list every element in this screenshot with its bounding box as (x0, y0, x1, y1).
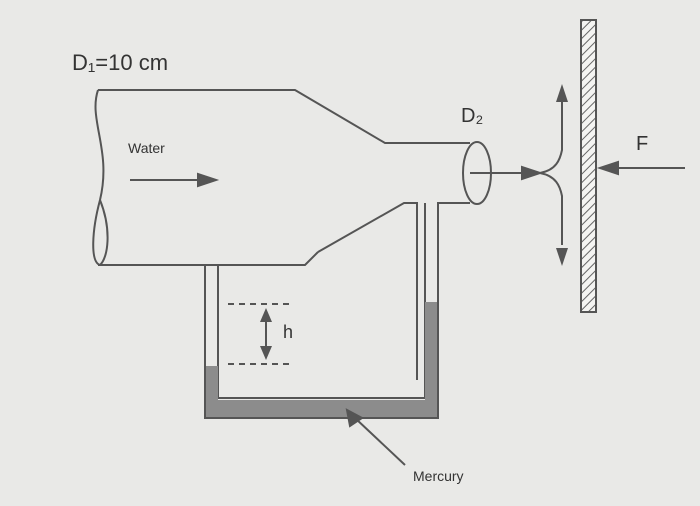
outlet-diameter-label: D₂ (461, 105, 484, 127)
deflected-jet (539, 110, 563, 245)
jet-arrow (470, 165, 544, 181)
mercury-label: Mercury (413, 468, 464, 484)
water-flow-arrow (130, 172, 220, 188)
force-arrow (596, 160, 685, 176)
pipe-break-line (92, 89, 105, 266)
height-label: h (283, 322, 294, 342)
water-label: Water (128, 140, 165, 156)
mercury-column (206, 302, 437, 417)
force-label: F (636, 133, 649, 155)
inlet-diameter-label: D₁=10 cm (72, 50, 169, 75)
deflector-plate (580, 19, 597, 313)
pipe-body (92, 89, 470, 419)
jet-up-arrowhead (556, 84, 568, 102)
height-indicator (228, 303, 294, 365)
mercury-pointer (345, 408, 406, 466)
jet-down-arrowhead (556, 248, 568, 266)
